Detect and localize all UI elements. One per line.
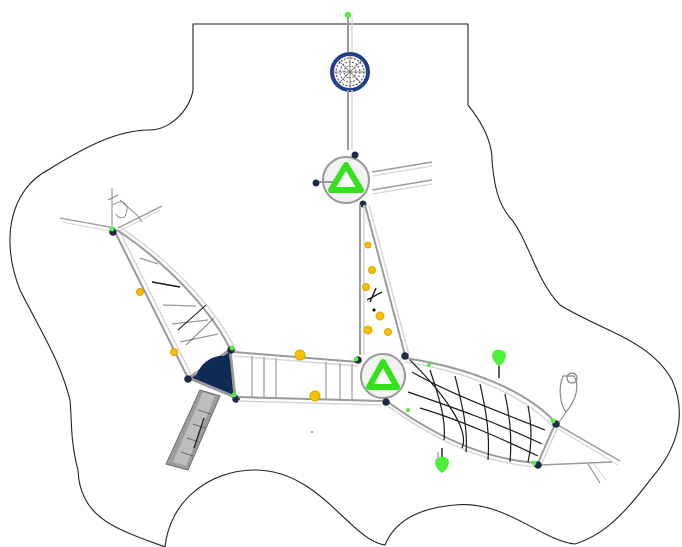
post-marker bbox=[344, 11, 352, 19]
climbing-wall bbox=[359, 204, 410, 356]
tube-slide bbox=[165, 389, 221, 471]
lower-ring-hub bbox=[353, 352, 409, 406]
green-spring-posts bbox=[435, 349, 506, 473]
triangle-deck bbox=[184, 345, 240, 403]
safety-zone-outline bbox=[9, 23, 680, 547]
left-climbing-arm bbox=[59, 188, 237, 379]
top-spinner-disc bbox=[330, 11, 370, 150]
spring-rider bbox=[531, 372, 621, 484]
rope-bridge bbox=[233, 349, 383, 433]
net-tunnel bbox=[387, 357, 560, 468]
upper-ring-hub bbox=[312, 151, 433, 208]
